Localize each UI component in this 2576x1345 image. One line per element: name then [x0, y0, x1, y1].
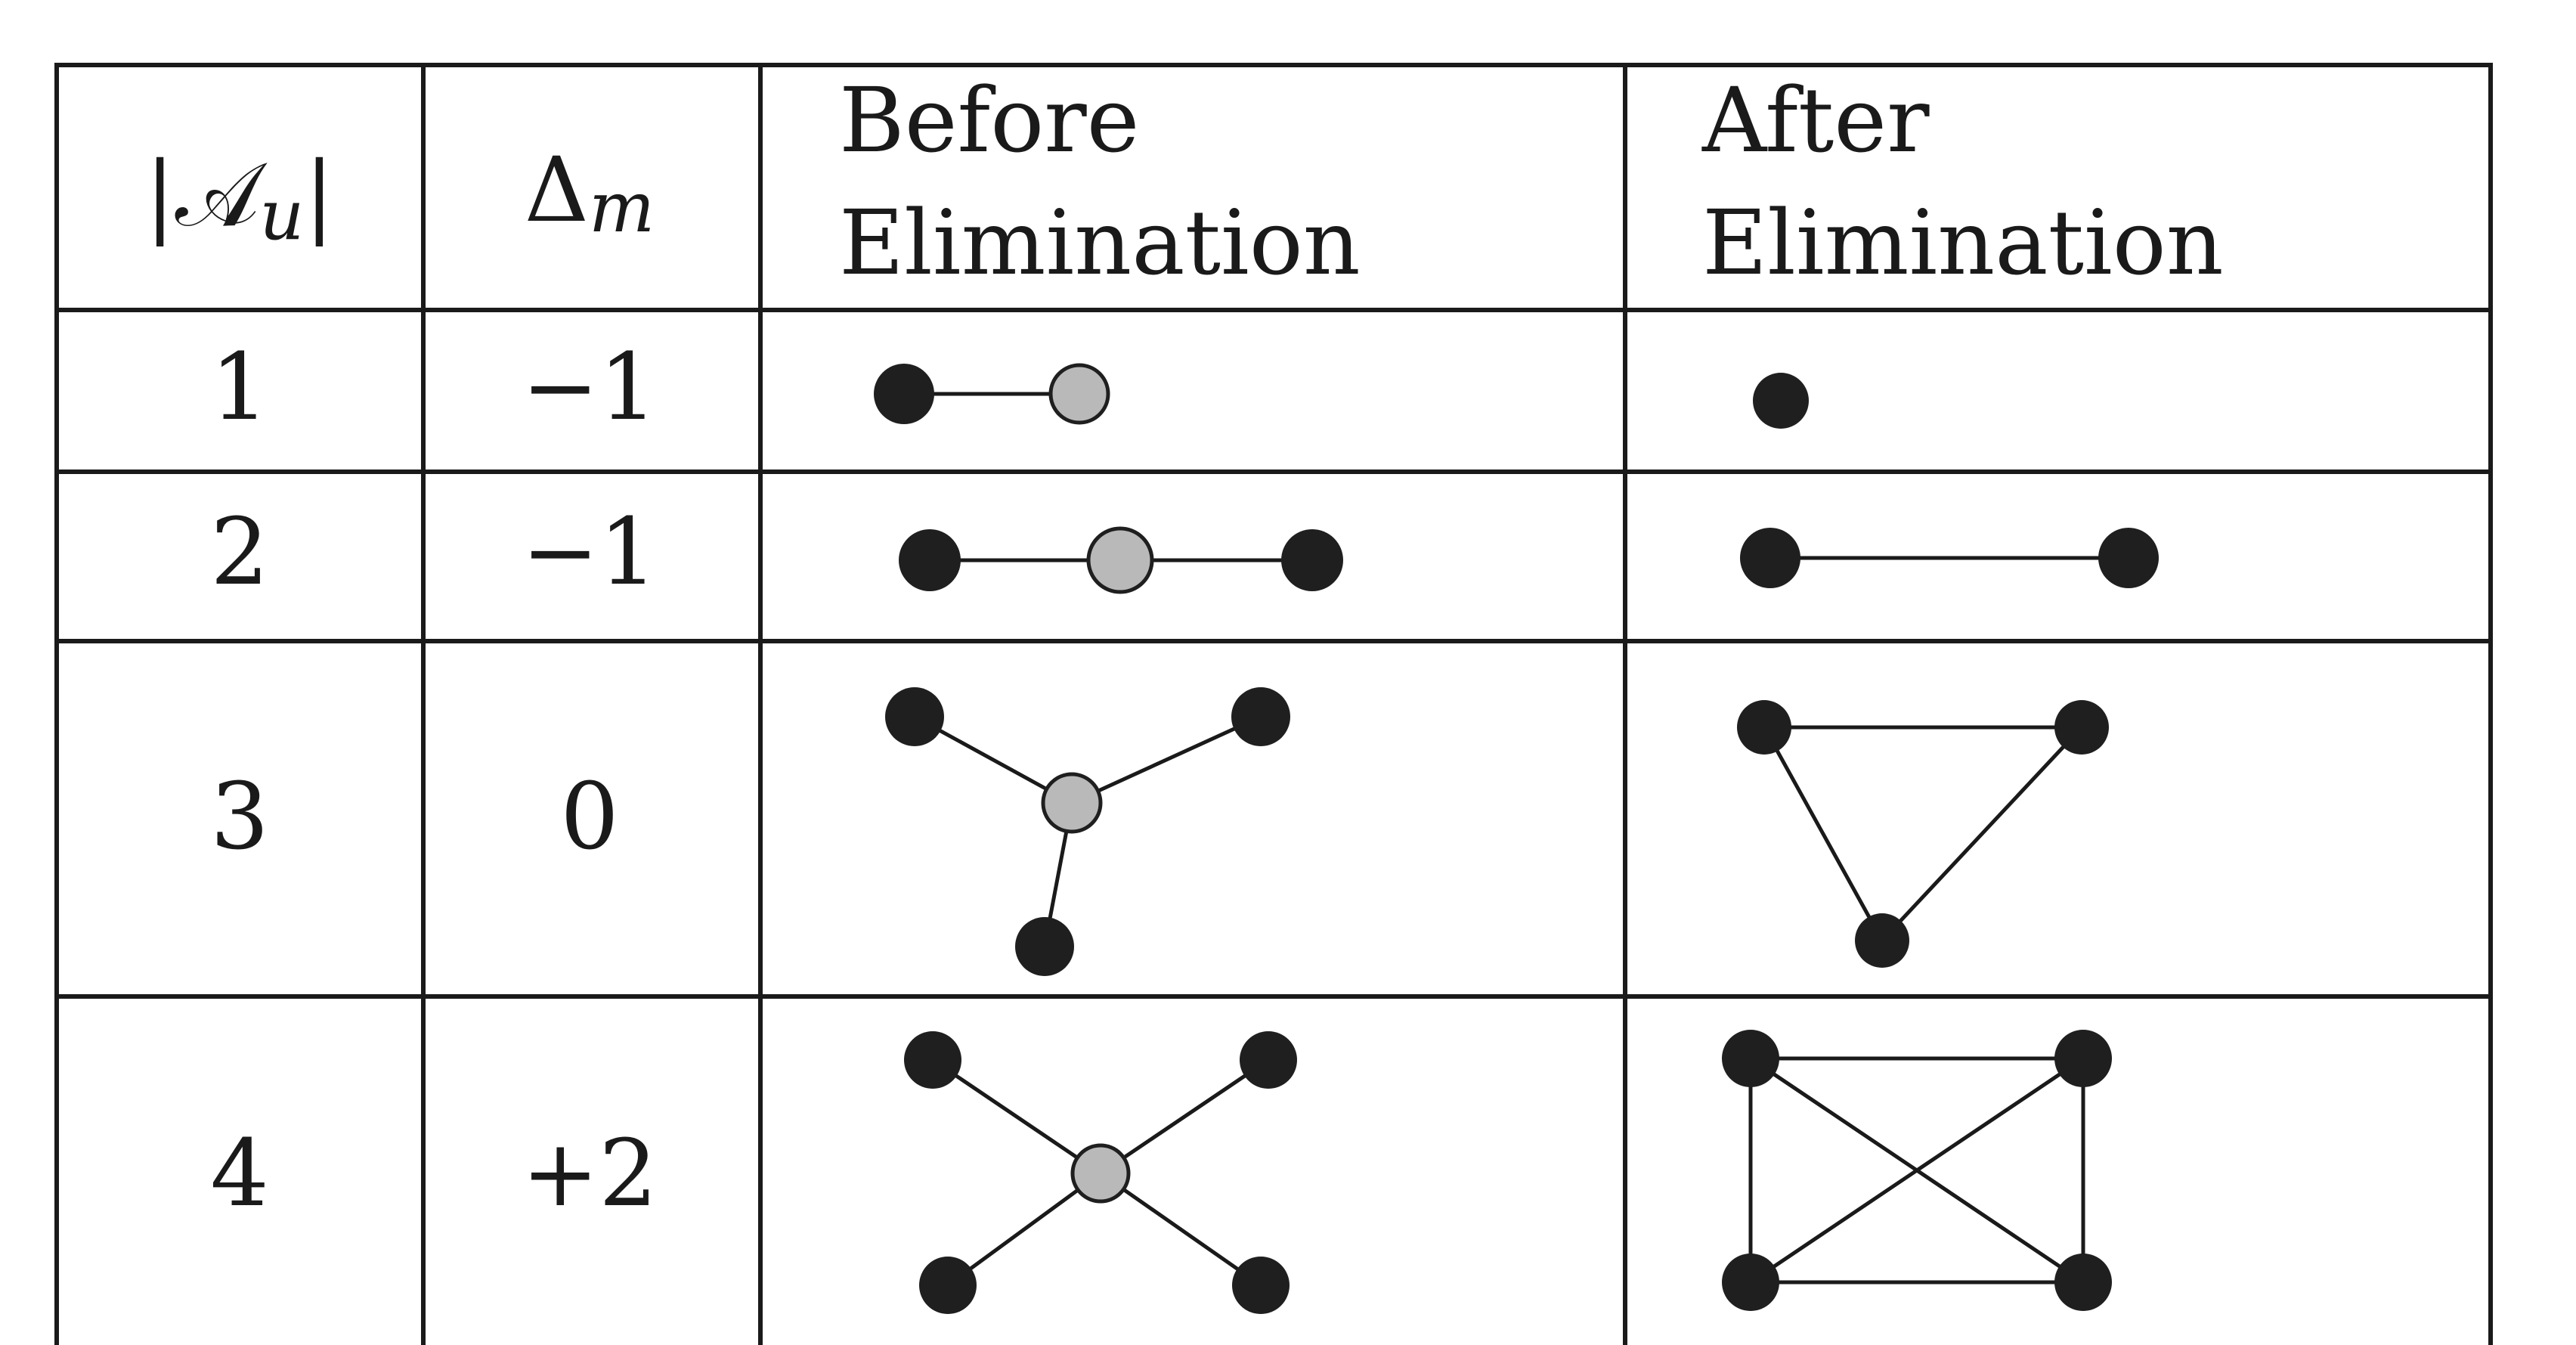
row-1-after-graph — [1753, 373, 1809, 429]
header-before-line2: Elimination — [839, 191, 1361, 295]
node-dark — [919, 1257, 977, 1314]
node-dark — [1855, 913, 1909, 968]
node-eliminated — [1041, 772, 1103, 834]
row-1-au: 1 — [210, 333, 269, 441]
row-1-before-graph — [874, 363, 1110, 425]
edge — [946, 1171, 1103, 1288]
header-delta-m: Δm — [525, 138, 655, 248]
node-dark — [2098, 528, 2159, 588]
row-2-before-graph — [899, 526, 1343, 594]
node-dark — [1737, 700, 1791, 755]
row-4-after-graph — [1722, 1030, 2112, 1311]
edge — [1070, 714, 1263, 805]
node-eliminated — [1048, 363, 1110, 425]
row-4-dm: +2 — [522, 1120, 658, 1227]
row-2-after-graph — [1740, 528, 2159, 588]
node-dark — [1753, 373, 1809, 429]
node-dark — [904, 1031, 961, 1089]
table-row-2: 2 −1 — [210, 498, 2159, 606]
node-dark — [1740, 528, 1800, 588]
node-dark — [1240, 1031, 1297, 1089]
row-3-after-graph — [1737, 700, 2109, 968]
row-4-au: 4 — [210, 1120, 269, 1227]
edge — [1762, 725, 1884, 943]
node-dark — [2054, 700, 2109, 755]
node-dark — [2054, 1254, 2112, 1311]
row-4-before-graph — [904, 1031, 1297, 1314]
table-grid — [54, 63, 2493, 1345]
node-eliminated — [1086, 526, 1154, 594]
node-dark — [899, 529, 961, 591]
header-au-bar-left: | — [145, 142, 175, 246]
node-dark — [1722, 1254, 1779, 1311]
node-eliminated — [1070, 1143, 1131, 1204]
row-3-au: 3 — [210, 763, 269, 870]
edge — [1098, 1171, 1263, 1288]
edge — [1748, 1056, 2085, 1285]
header-au-bar-right: | — [304, 142, 334, 246]
row-2-au: 2 — [210, 498, 269, 606]
row-3-before-graph — [885, 687, 1290, 976]
node-dark — [1281, 529, 1343, 591]
node-dark — [1231, 687, 1290, 746]
table-border — [54, 63, 2493, 1345]
node-dark — [1015, 917, 1074, 976]
header-after-line2: Elimination — [1702, 191, 2224, 295]
header-au-sub: u — [259, 175, 304, 256]
header-au: |𝒜u| — [145, 142, 334, 256]
node-dark — [1722, 1030, 1779, 1087]
header-after-line1: After — [1701, 68, 1930, 172]
header-delta-base: Δ — [525, 138, 589, 242]
table-row-4: 4 +2 — [210, 1030, 2112, 1314]
node-dark — [874, 364, 934, 424]
edge — [1880, 725, 2084, 943]
header-before-line1: Before — [839, 68, 1140, 172]
row-1-dm: −1 — [522, 333, 658, 441]
header-au-base: 𝒜 — [175, 142, 268, 246]
header-row: |𝒜u| Δm Before Elimination After Elimina… — [145, 68, 2224, 295]
edge — [1098, 1058, 1271, 1176]
node-dark — [1232, 1257, 1290, 1314]
table-row-3: 3 0 — [210, 687, 2109, 976]
table-row-1: 1 −1 — [210, 333, 1809, 441]
row-2-dm: −1 — [522, 498, 658, 606]
node-dark — [2054, 1030, 2112, 1087]
row-3-dm: 0 — [560, 763, 619, 870]
node-dark — [885, 687, 944, 746]
edge — [930, 1058, 1103, 1176]
header-delta-sub: m — [589, 167, 655, 248]
